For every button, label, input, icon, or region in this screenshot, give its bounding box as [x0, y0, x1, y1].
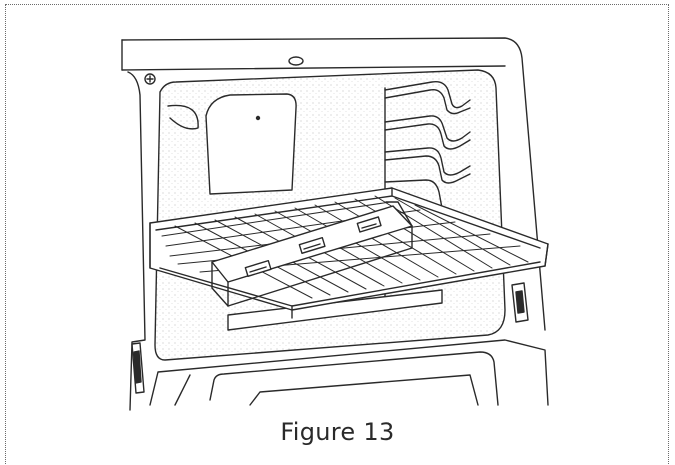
oven-rack: [149, 187, 549, 319]
oven-light-cover: [205, 93, 297, 195]
door-hinge-right: [511, 282, 529, 323]
screw-left: [144, 73, 156, 85]
level-tool: [211, 201, 413, 307]
oven-frame-left: [127, 71, 146, 411]
screw-top: [288, 56, 304, 66]
oven-floor-plate: [227, 289, 443, 331]
figure-frame: [5, 4, 669, 464]
door-hinge-left: [131, 342, 145, 394]
oven-top-panel: [121, 37, 546, 331]
figure-caption: Figure 13: [280, 418, 395, 446]
oven-door: [149, 339, 549, 406]
